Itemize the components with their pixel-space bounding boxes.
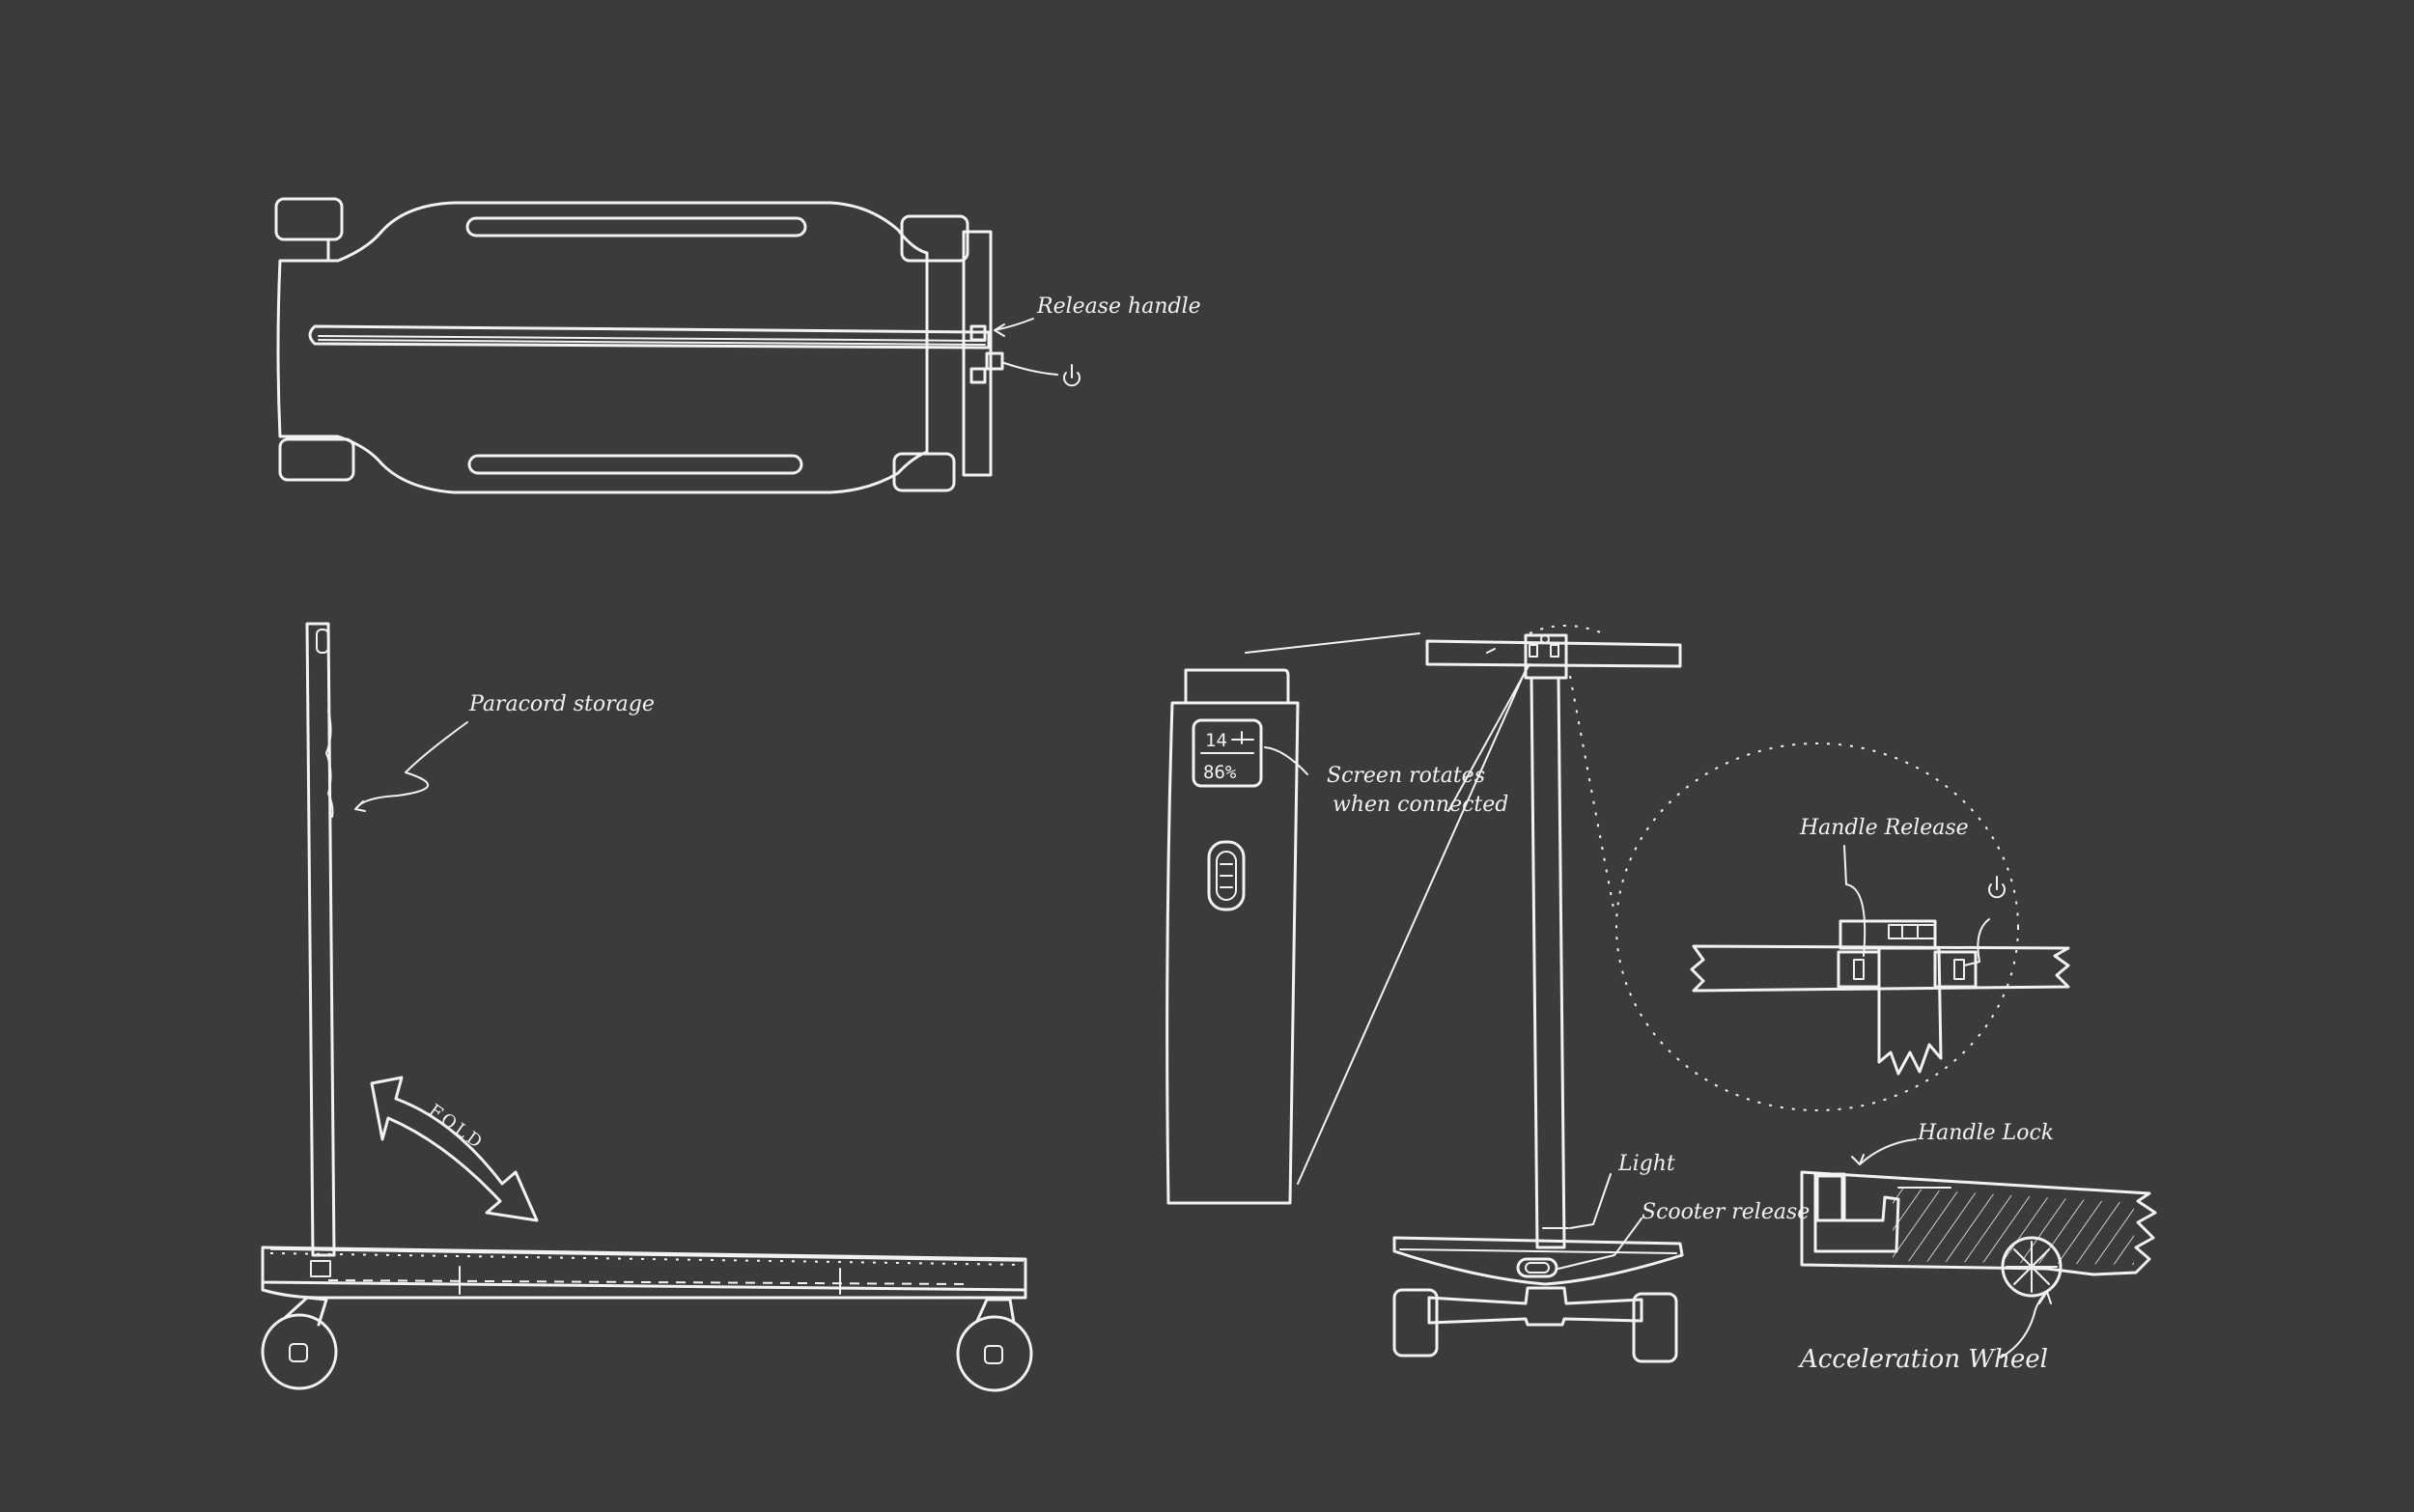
screen-rotates-label-2: when connected — [1333, 793, 1508, 817]
acceleration-wheel-label: Acceleration Wheel — [1798, 1345, 2048, 1374]
release-handle-label: Release handle — [1036, 294, 1201, 319]
power-icon — [1988, 876, 2006, 899]
front-view-scooter — [1245, 632, 1684, 1363]
scooter-release-label: Scooter release — [1642, 1200, 1810, 1224]
screen-rotates-label-1: Screen rotates — [1327, 764, 1485, 788]
side-view-scooter — [261, 622, 1033, 1392]
screen-speed-value: 14 — [1205, 730, 1227, 751]
power-icon — [1063, 364, 1081, 387]
speed-unit-icon — [1231, 731, 1254, 744]
handle-detail — [1165, 668, 1308, 1205]
fold-label: FOLD — [425, 1101, 488, 1155]
screen-battery-value: 86% — [1203, 762, 1237, 783]
top-view-board — [274, 197, 1058, 494]
handle-release-detail — [1529, 625, 2070, 1111]
paracord-storage-label: Paracord storage — [468, 692, 655, 716]
handle-release-label: Handle Release — [1799, 816, 1969, 840]
light-label: Light — [1617, 1152, 1675, 1176]
handle-lock-detail — [1800, 1138, 2157, 1358]
handle-lock-label: Handle Lock — [1917, 1121, 2054, 1145]
